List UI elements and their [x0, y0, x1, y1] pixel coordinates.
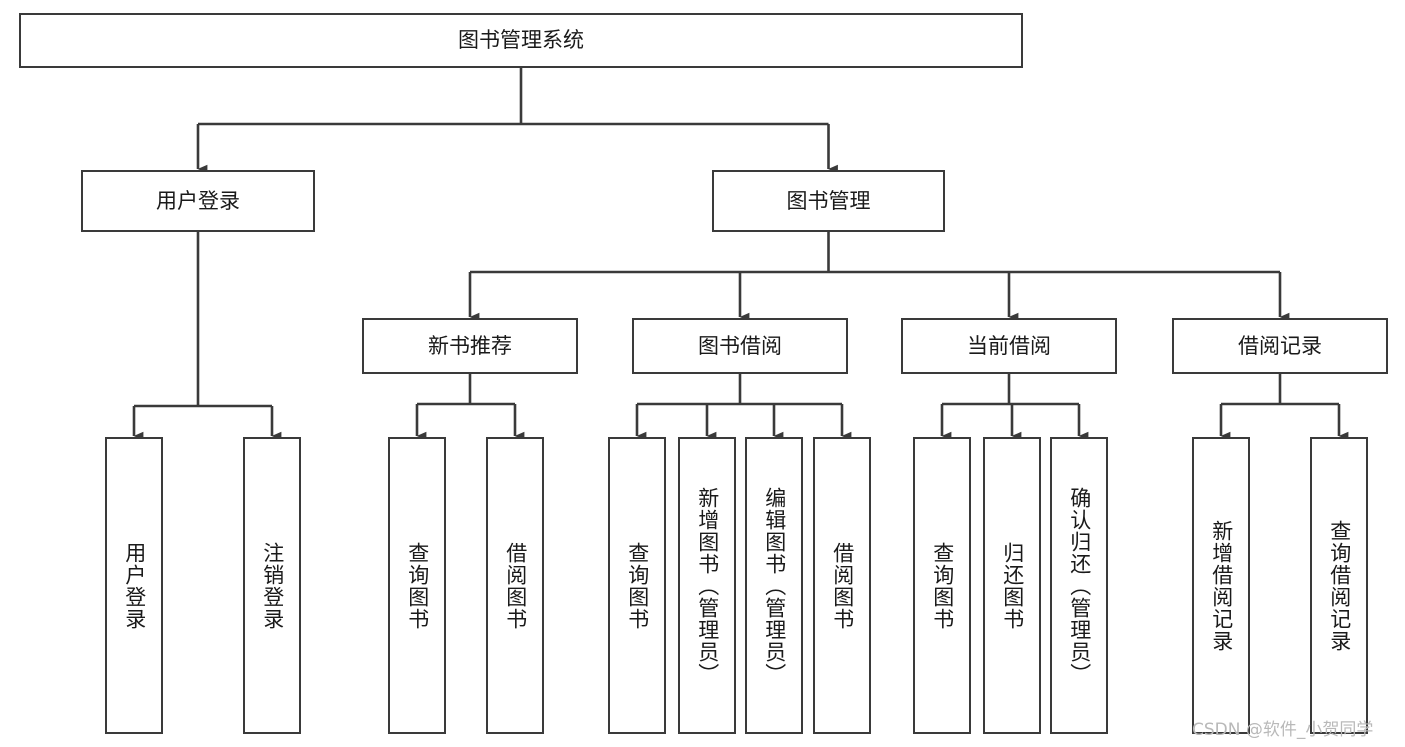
node-label: 借阅图书: [503, 541, 528, 630]
node-label: 查询借阅记录: [1327, 519, 1352, 652]
node-leaf-rec-2[interactable]: 查询借阅记录: [1310, 437, 1368, 734]
node-leaf-cur-3[interactable]: 确认归还（管理员）: [1050, 437, 1108, 734]
node-newbook[interactable]: 新书推荐: [362, 318, 578, 374]
node-label: 借阅图书: [830, 541, 855, 630]
node-leaf-bor-1[interactable]: 查询图书: [608, 437, 666, 734]
node-label: 图书管理系统: [458, 28, 584, 53]
node-leaf-cur-2[interactable]: 归还图书: [983, 437, 1041, 734]
node-leaf-bor-2[interactable]: 新增图书（管理员）: [678, 437, 736, 734]
node-leaf-login-1[interactable]: 用户登录: [105, 437, 163, 734]
node-label: 新增借阅记录: [1209, 519, 1234, 652]
node-leaf-bor-4[interactable]: 借阅图书: [813, 437, 871, 734]
node-label: 查询图书: [930, 541, 955, 630]
node-label: 图书借阅: [698, 333, 782, 358]
node-current[interactable]: 当前借阅: [901, 318, 1117, 374]
node-leaf-new-2[interactable]: 借阅图书: [486, 437, 544, 734]
node-label: 查询图书: [625, 541, 650, 630]
node-borrow[interactable]: 图书借阅: [632, 318, 848, 374]
node-label: 注销登录: [260, 541, 285, 630]
node-leaf-login-2[interactable]: 注销登录: [243, 437, 301, 734]
node-label: 确认归还（管理员）: [1067, 486, 1092, 685]
node-login[interactable]: 用户登录: [81, 170, 315, 232]
connector-group: [132, 68, 1349, 441]
node-records[interactable]: 借阅记录: [1172, 318, 1388, 374]
node-label: 当前借阅: [967, 333, 1051, 358]
node-leaf-new-1[interactable]: 查询图书: [388, 437, 446, 734]
node-bookmgmt[interactable]: 图书管理: [712, 170, 945, 232]
node-label: 归还图书: [1000, 541, 1025, 630]
node-label: 用户登录: [122, 541, 147, 630]
node-leaf-rec-1[interactable]: 新增借阅记录: [1192, 437, 1250, 734]
node-label: 借阅记录: [1238, 333, 1322, 358]
node-label: 新增图书（管理员）: [695, 486, 720, 685]
node-leaf-bor-3[interactable]: 编辑图书（管理员）: [745, 437, 803, 734]
node-leaf-cur-1[interactable]: 查询图书: [913, 437, 971, 734]
node-label: 新书推荐: [428, 333, 512, 358]
node-label: 查询图书: [405, 541, 430, 630]
node-root[interactable]: 图书管理系统: [19, 13, 1023, 68]
node-label: 用户登录: [156, 188, 240, 213]
node-label: 图书管理: [786, 188, 871, 213]
node-label: 编辑图书（管理员）: [762, 486, 787, 685]
